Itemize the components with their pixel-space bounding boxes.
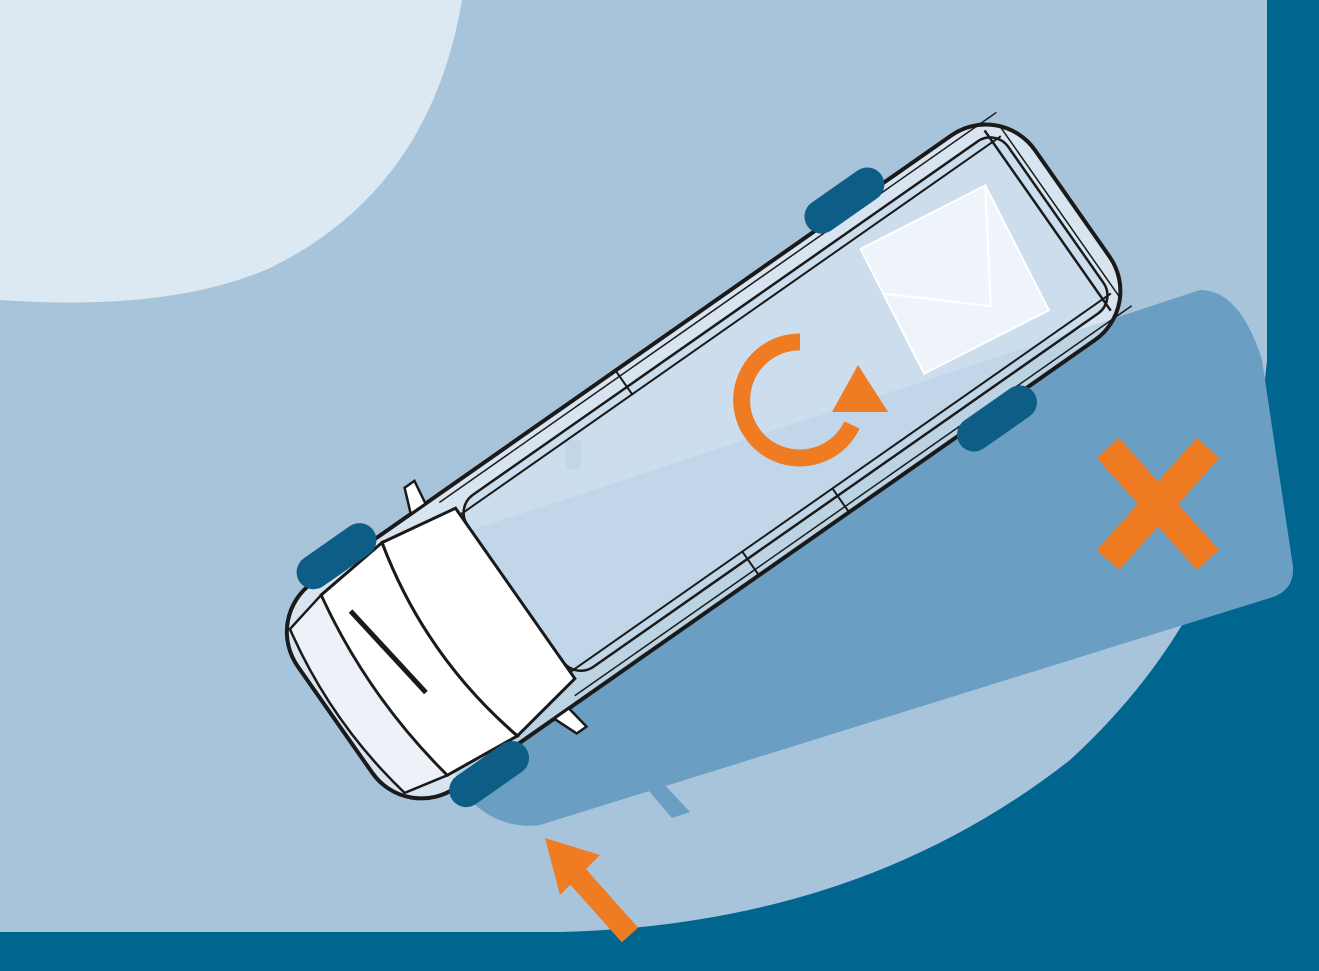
van-skid-illustration — [0, 0, 1319, 971]
illustration-canvas — [0, 0, 1319, 971]
